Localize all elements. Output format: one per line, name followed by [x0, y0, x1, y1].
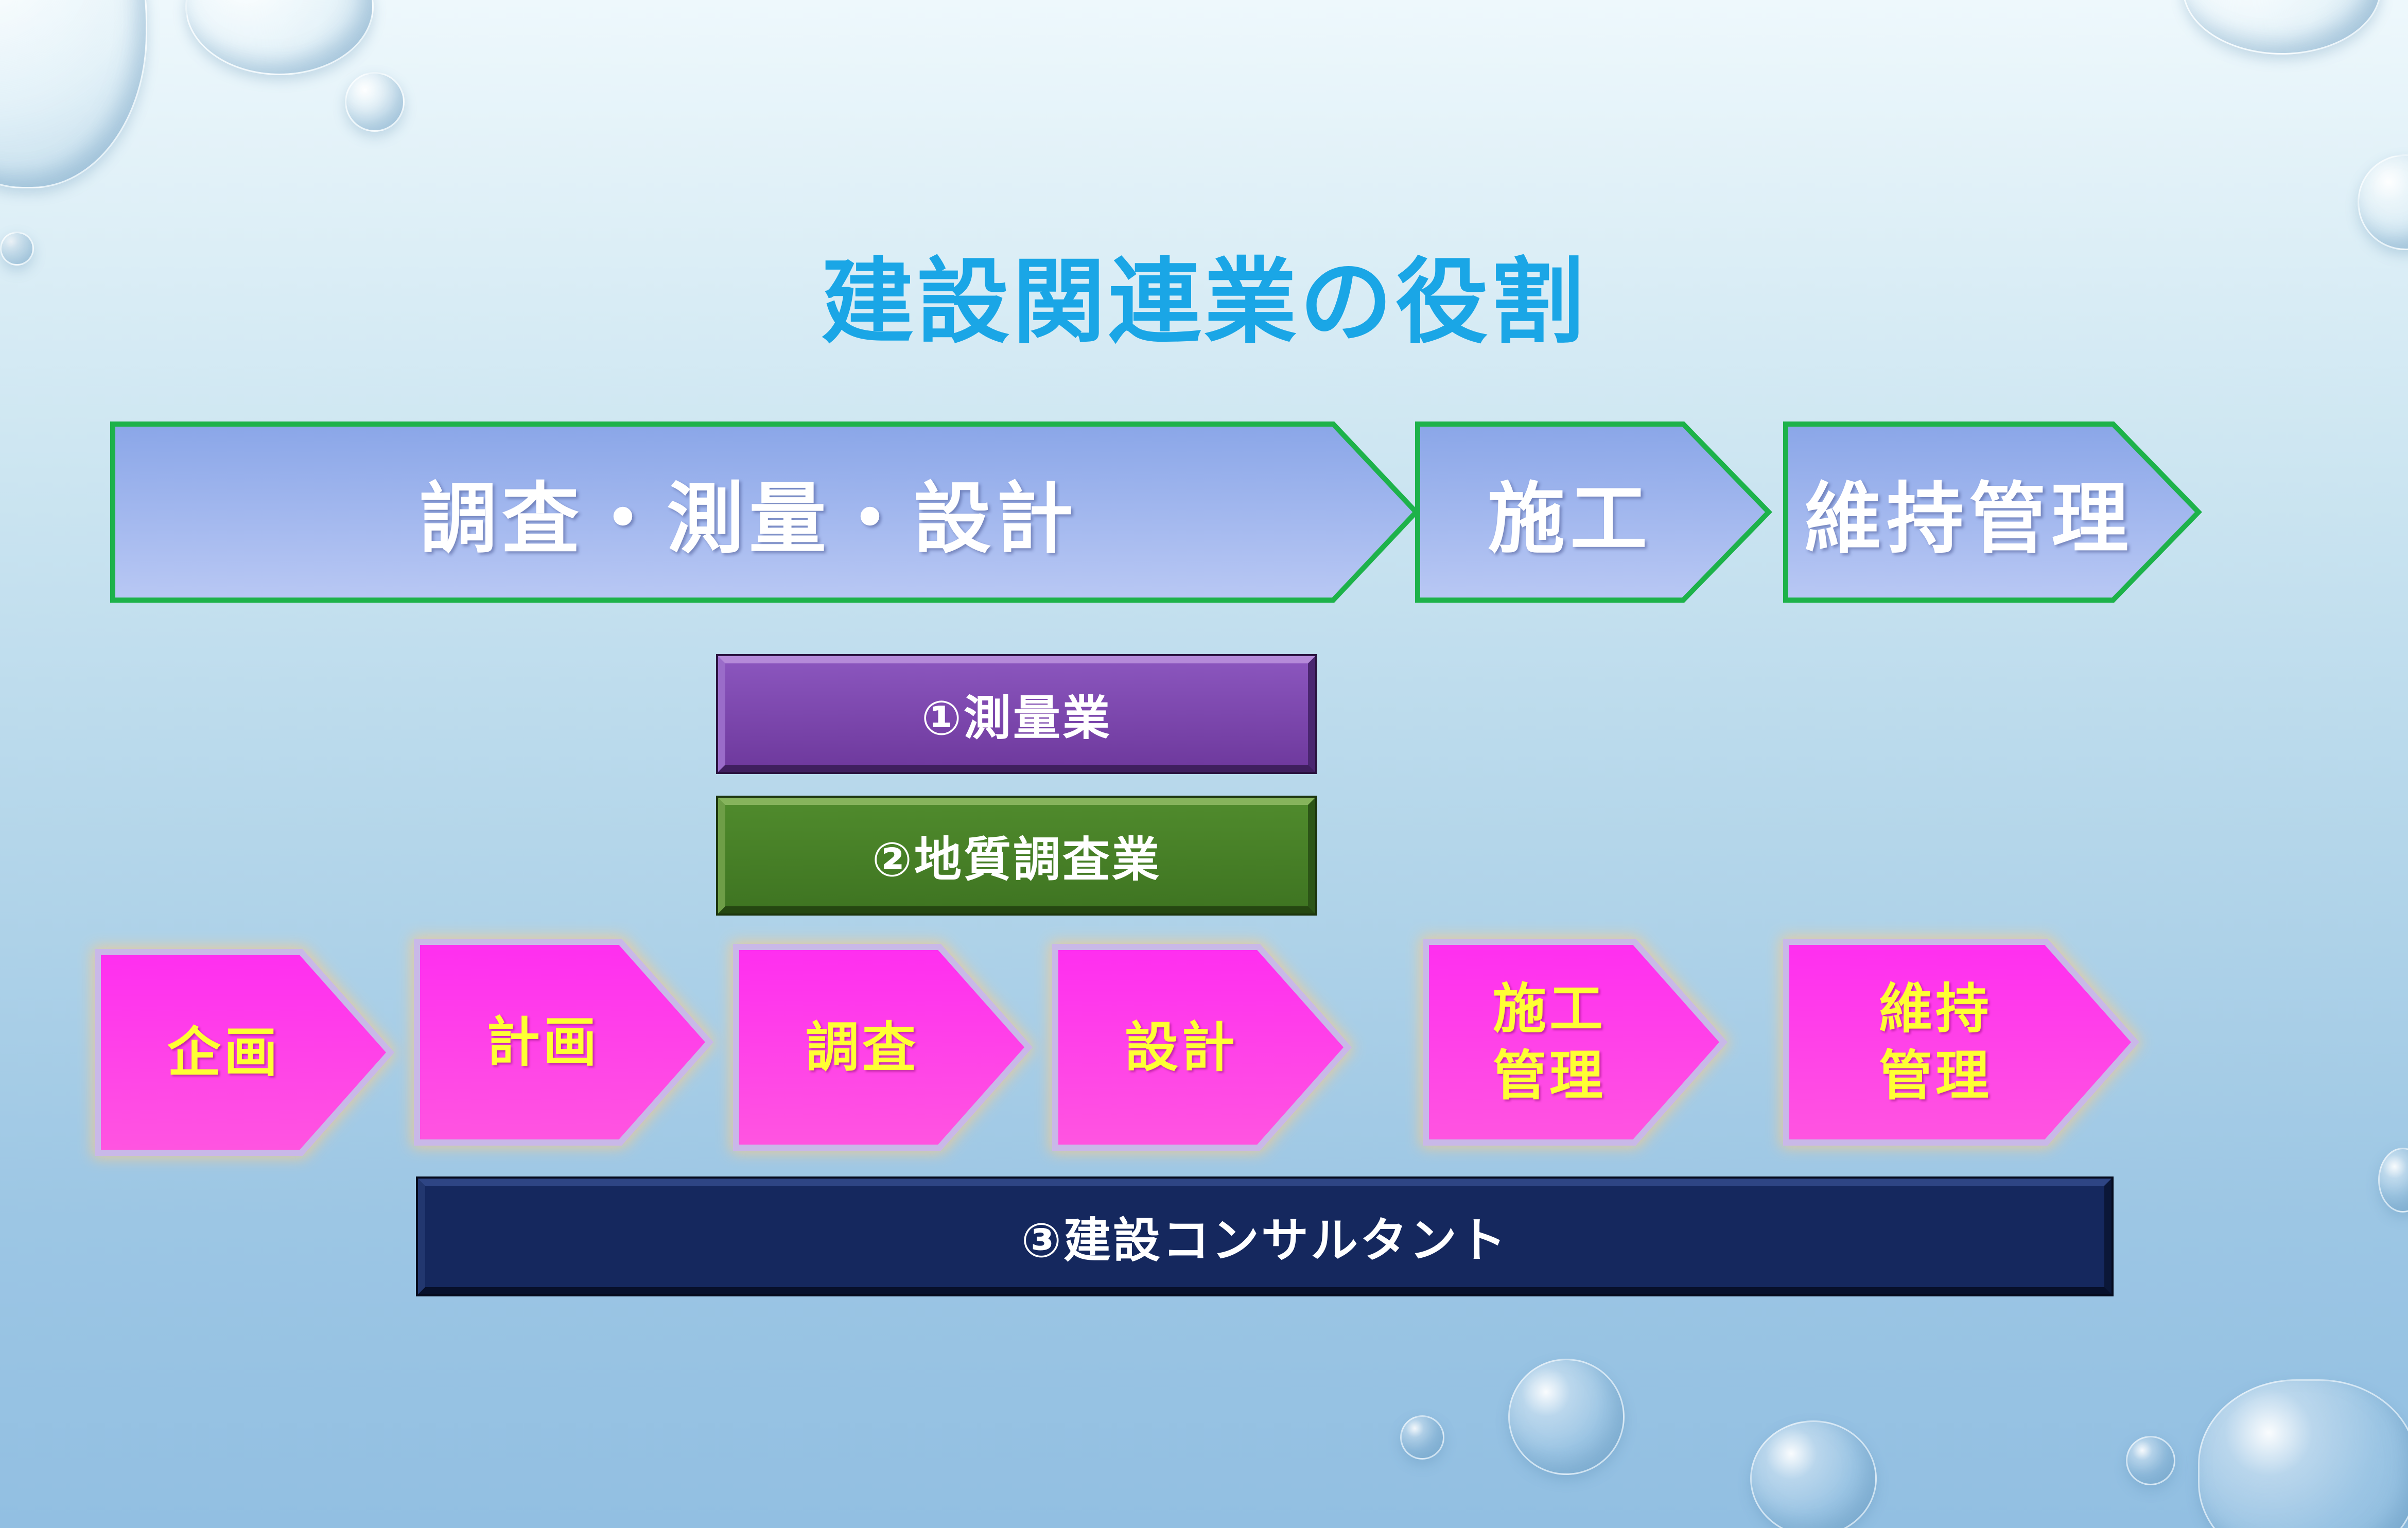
step-arrow-construction-management: 施工 管理: [1421, 937, 1730, 1148]
step-label-line1: 計画: [486, 1011, 600, 1074]
water-drop: [2198, 1379, 2408, 1528]
step-label: 調査: [731, 942, 993, 1153]
phase-label: 調査・測量・設計: [419, 474, 1078, 564]
water-drop: [1750, 1420, 1877, 1528]
phase-arrow-research-survey-design: 調査・測量・設計: [110, 421, 1420, 603]
step-arrow-shape: [1050, 942, 1354, 1153]
phase-arrow-shape: [1415, 421, 1772, 603]
step-label-line2: 管理: [1878, 1044, 1992, 1107]
step-arrow-design: 設計: [1050, 942, 1354, 1153]
phase-arrow-construction: 施工: [1415, 421, 1772, 603]
step-label-line1: 設計: [1124, 1016, 1238, 1079]
water-drop: [2183, 0, 2381, 55]
phase-arrow-shape: [110, 421, 1420, 603]
phase-arrow-maintenance: 維持管理: [1783, 421, 2202, 603]
step-label: 企画: [93, 947, 355, 1158]
water-drop: [185, 0, 374, 75]
phase-label: 施工: [1487, 474, 1652, 564]
step-label-line2: 管理: [1492, 1044, 1606, 1107]
water-drop: [1400, 1415, 1444, 1460]
water-drop: [0, 0, 147, 188]
step-label-line1: 施工: [1492, 977, 1606, 1040]
slide-title: 建設関連業の役割: [821, 249, 1587, 356]
step-arrow-shape: [1421, 937, 1730, 1148]
step-arrow-shape: [1781, 937, 2141, 1148]
construction-consultant-bar: ③建設コンサルタント: [416, 1176, 2114, 1296]
water-drop: [0, 232, 34, 266]
geological-survey-industry-bar: ②地質調査業: [716, 796, 1317, 916]
step-label: 設計: [1050, 942, 1313, 1153]
survey-industry-bar: ①測量業: [716, 654, 1317, 774]
water-drop: [345, 72, 405, 132]
step-arrow-shape: [731, 942, 1035, 1153]
step-label: 施工 管理: [1421, 937, 1678, 1148]
water-drop: [1508, 1359, 1625, 1475]
step-arrow-shape: [93, 947, 396, 1158]
step-label-line1: 調査: [805, 1016, 919, 1079]
step-arrow-investigation: 調査: [731, 942, 1035, 1153]
step-arrow-plan: 計画: [412, 937, 716, 1148]
phase-label: 維持管理: [1804, 474, 2134, 564]
step-label-line1: 企画: [167, 1021, 281, 1084]
step-label-line1: 維持: [1878, 977, 1992, 1040]
water-drop: [2126, 1436, 2175, 1485]
water-drop: [2378, 1148, 2408, 1213]
step-arrow-shape: [412, 937, 716, 1148]
step-arrow-maintenance-management: 維持 管理: [1781, 937, 2141, 1148]
step-label: 計画: [412, 937, 674, 1148]
step-arrow-planning: 企画: [93, 947, 396, 1158]
step-label: 維持 管理: [1781, 937, 2090, 1148]
phase-arrow-shape: [1783, 421, 2202, 603]
